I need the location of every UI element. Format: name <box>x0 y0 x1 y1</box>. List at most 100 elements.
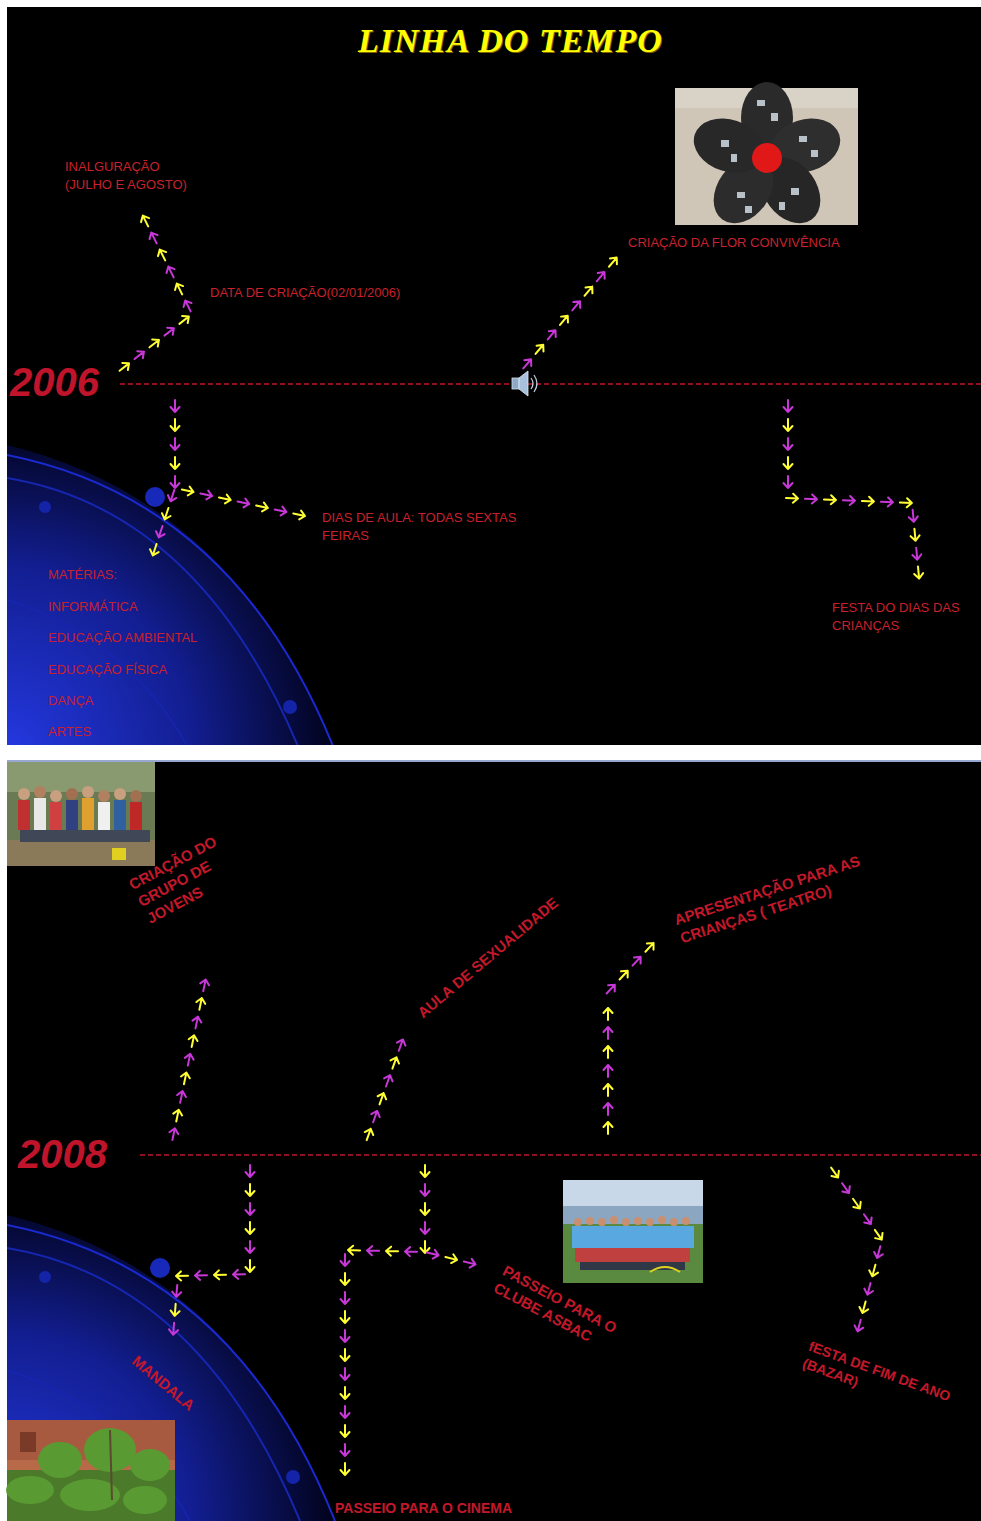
event-label: CRIAÇÃO DA FLOR CONVIVÊNCIA <box>628 234 840 252</box>
chevron-arrow <box>150 233 158 244</box>
event-label: FESTA DO DIAS DAS CRIANÇAS <box>832 599 972 634</box>
blue-glow <box>7 1215 335 1521</box>
chevron-arrow <box>911 529 920 541</box>
chevron-arrow <box>604 1027 613 1039</box>
chevron-arrow <box>786 494 798 503</box>
chevron-arrow <box>341 1406 350 1418</box>
chevron-arrow <box>341 1463 350 1475</box>
chevron-arrow <box>560 316 568 325</box>
chevron-arrow <box>120 363 129 371</box>
chevron-arrow <box>536 345 544 354</box>
chevron-arrow <box>246 1203 255 1215</box>
chevron-arrow <box>912 548 921 560</box>
chevron-arrow <box>200 979 209 991</box>
chevron-arrow <box>445 1254 457 1263</box>
chevron-arrow <box>609 258 617 267</box>
chevron-arrow <box>168 490 177 501</box>
chevron-arrow <box>348 1246 360 1255</box>
chevron-arrow <box>256 503 268 512</box>
orbit-line <box>7 1225 335 1521</box>
chevron-arrow <box>855 1320 864 1332</box>
chevron-arrow <box>246 1165 255 1177</box>
chevron-arrow <box>171 457 180 469</box>
corner-decoration <box>7 1215 335 1521</box>
chevron-arrow <box>784 457 793 469</box>
chevron-arrow <box>341 1387 350 1399</box>
chevron-arrow <box>171 476 180 488</box>
chevron-arrow <box>421 1184 430 1196</box>
chevron-arrow <box>177 1091 186 1103</box>
chevron-arrow <box>421 1241 430 1253</box>
chevron-arrow <box>175 284 183 295</box>
chevron-arrow <box>914 567 923 579</box>
orbit-dot <box>39 1271 51 1283</box>
subject-item: EDUCAÇÃO AMBIENTAL <box>48 629 197 647</box>
chevron-arrow <box>386 1247 398 1256</box>
chevron-arrow <box>853 1199 861 1209</box>
chevron-arrow <box>881 498 893 507</box>
subject-item: EDUCAÇÃO FÍSICA <box>48 661 167 679</box>
chevron-arrow <box>378 1093 386 1104</box>
chevron-arrow <box>900 498 912 507</box>
chevron-arrow <box>859 1301 868 1313</box>
chevron-arrow <box>189 1035 198 1047</box>
chevron-arrow <box>367 1246 379 1255</box>
chevron-arrow <box>604 1122 613 1134</box>
orbit-line <box>7 478 300 745</box>
chevron-arrow <box>405 1247 417 1256</box>
chevron-arrow <box>275 507 287 516</box>
chevron-arrow <box>171 438 180 450</box>
chevron-arrow <box>874 1246 883 1258</box>
orbit-dot <box>150 1258 170 1278</box>
chevron-arrow <box>169 1128 178 1140</box>
chevron-arrow <box>200 491 212 500</box>
chevron-arrow <box>784 400 793 412</box>
chevron-arrow <box>365 1129 373 1140</box>
chevron-arrow <box>604 1046 613 1058</box>
chevron-arrow <box>584 287 592 296</box>
event-label: DIAS DE AULA: TODAS SEXTAS FEIRAS <box>322 509 537 544</box>
chevron-arrow <box>233 1270 245 1279</box>
speaker-icon <box>512 371 537 396</box>
year-label: 2006 <box>10 360 99 404</box>
orbit-line <box>7 1248 300 1521</box>
chevron-arrow <box>421 1165 430 1177</box>
chevron-arrow <box>171 419 180 431</box>
chevron-arrow <box>150 544 159 555</box>
chevron-arrow <box>156 526 165 537</box>
chevron-arrow <box>784 476 793 488</box>
event-label: APRESENTAÇÃO PARA AS CRIANÇAS ( TEATRO) <box>672 846 888 948</box>
flower-photo <box>675 82 858 235</box>
subject-item: ARTES <box>48 723 91 741</box>
chevron-arrow <box>604 1103 613 1115</box>
corner-decoration <box>7 445 335 745</box>
slide-title: LINHA DO TEMPO <box>358 22 663 60</box>
chevron-arrow <box>214 1270 226 1279</box>
chevron-arrow <box>341 1444 350 1456</box>
chevron-arrow <box>293 511 305 520</box>
chevron-arrow <box>784 438 793 450</box>
chevron-arrow <box>171 400 180 412</box>
chevron-arrow <box>246 1241 255 1253</box>
event-label: INALGURAÇÃO (JULHO E AGOSTO) <box>65 158 197 193</box>
chevron-arrow <box>173 1110 182 1122</box>
subject-heading: MATÉRIAS: <box>48 566 117 584</box>
chevron-arrow <box>824 495 836 504</box>
mandala-garden-photo <box>6 1420 175 1521</box>
chevron-arrow <box>341 1330 350 1342</box>
chevron-arrow <box>185 1054 194 1066</box>
chevron-arrow <box>632 957 640 966</box>
chevron-arrow <box>597 272 605 281</box>
arrow-chains <box>120 216 924 1475</box>
excursion-photo <box>563 1180 703 1283</box>
chevron-arrow <box>246 1184 255 1196</box>
chevron-arrow <box>548 330 556 339</box>
chevron-arrow <box>620 971 628 980</box>
chevron-arrow <box>182 487 194 496</box>
blue-glow <box>7 445 335 745</box>
chevron-arrow <box>341 1425 350 1437</box>
chevron-arrow <box>169 1323 178 1335</box>
orbit-dot <box>283 700 297 714</box>
